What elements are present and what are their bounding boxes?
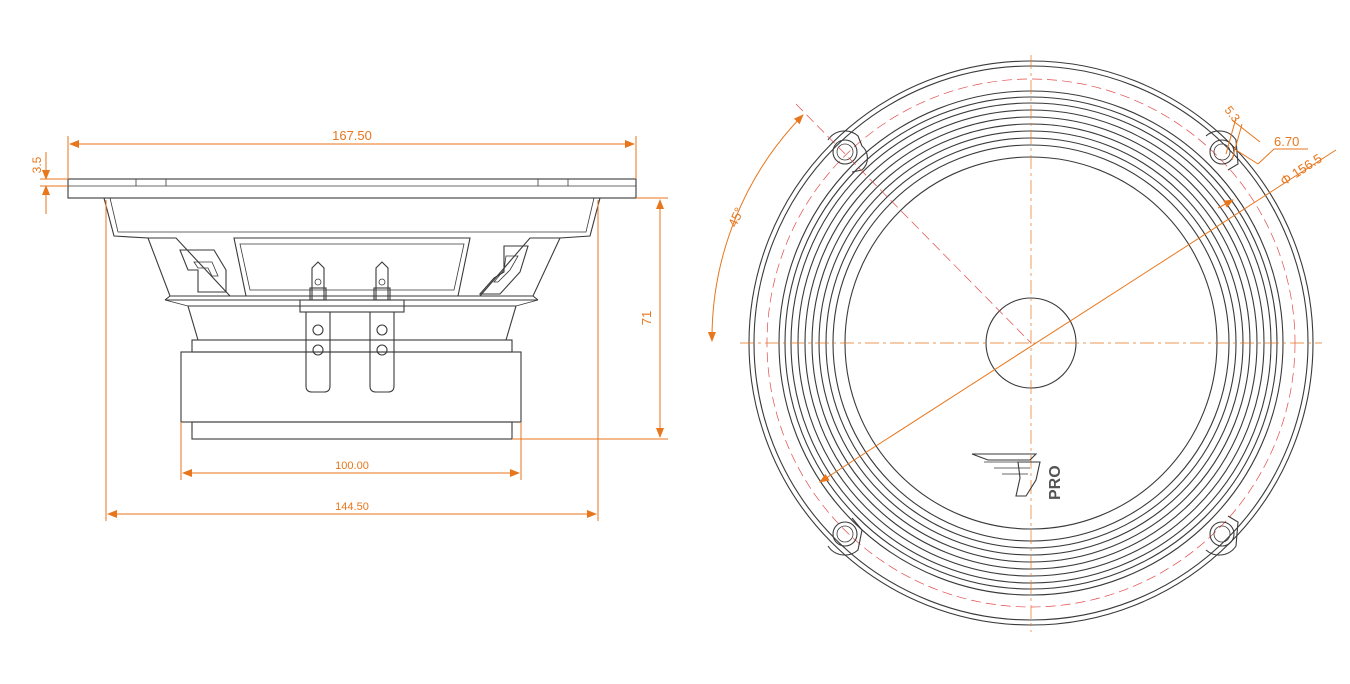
- brand-logo: PRO: [971, 453, 1064, 500]
- terminal-left: [305, 261, 331, 393]
- side-magnet: [191, 339, 513, 353]
- front-view: PRO: [740, 55, 1322, 632]
- terminal-plate: [299, 299, 405, 313]
- dim-mount-circle: Φ 156.5: [1277, 151, 1324, 189]
- terminal-right: [369, 261, 395, 393]
- mounting-hole: [1205, 130, 1239, 171]
- side-basket: [103, 197, 601, 297]
- dim-depth: 71: [639, 311, 654, 325]
- mounting-hole: [1205, 515, 1239, 556]
- dim-hole-angle: 45°: [725, 205, 747, 229]
- mounting-hole: [827, 130, 868, 173]
- dim-cutout-diameter: 144.50: [335, 501, 369, 513]
- dim-line-mount-circle: [819, 149, 1337, 483]
- dim-magnet-diameter: 100.00: [335, 460, 369, 472]
- side-flange: [67, 178, 637, 199]
- mounting-hole: [827, 517, 863, 556]
- dim-flange-thickness: 3.5: [30, 156, 44, 173]
- side-dimensions: 167.50 3.5 71 100.00 144.50: [30, 128, 668, 521]
- side-view: [67, 178, 637, 440]
- dim-hole-diameter: 6.70: [1274, 134, 1299, 149]
- dim-overall-width: 167.50: [332, 128, 372, 143]
- basket-logo-left: [179, 249, 227, 293]
- basket-window: [233, 237, 471, 297]
- dim-arc-angle: [707, 114, 804, 342]
- brand-logo-text: PRO: [1047, 465, 1064, 500]
- dim-hole-offset: 5.3: [1222, 103, 1244, 125]
- basket-logo-right: [478, 245, 529, 295]
